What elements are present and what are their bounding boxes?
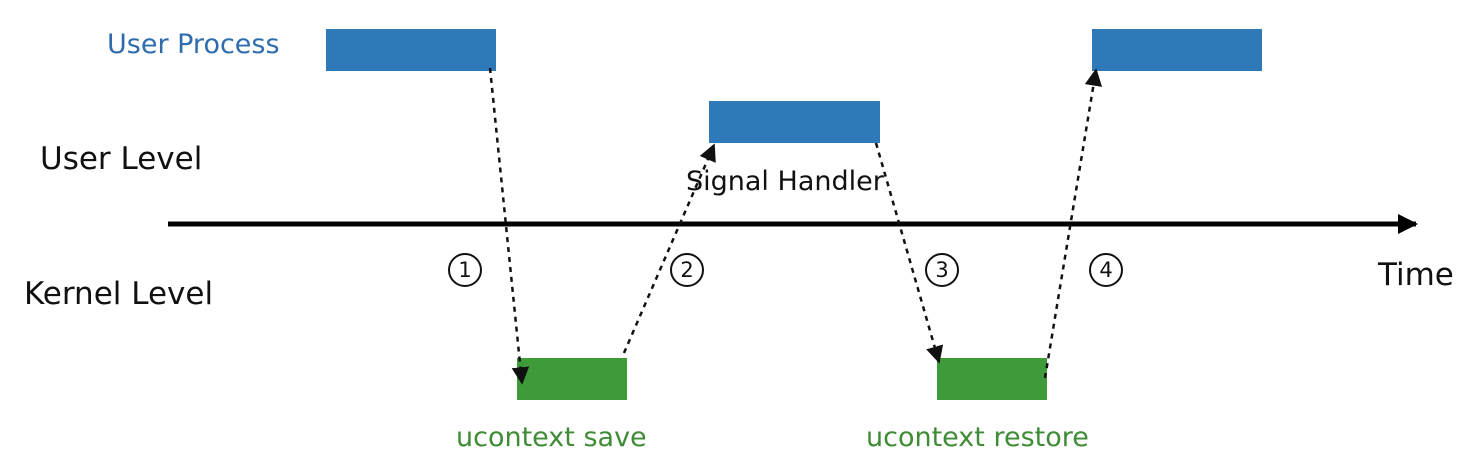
step-2-marker: 2 (670, 253, 704, 287)
time-label: Time (1378, 257, 1454, 293)
user-level-label: User Level (40, 141, 203, 177)
transition-arrow-2 (622, 143, 716, 354)
signal-handler-block (709, 101, 880, 143)
signal-handler-label: Signal Handler (686, 166, 884, 197)
step-1-marker: 1 (448, 253, 482, 287)
user-process-block-1 (326, 29, 496, 71)
step-4-marker: 4 (1089, 253, 1123, 287)
ucontext-save-label: ucontext save (456, 422, 647, 453)
transition-arrow-4 (1043, 68, 1103, 379)
ucontext-restore-block (937, 358, 1047, 400)
ucontext-save-block (517, 358, 627, 400)
transition-arrow-1 (488, 67, 530, 385)
kernel-level-label: Kernel Level (24, 276, 214, 312)
user-process-label: User Process (107, 29, 280, 60)
ucontext-restore-label: ucontext restore (866, 422, 1089, 453)
user-process-block-2 (1092, 29, 1262, 71)
step-3-marker: 3 (925, 253, 959, 287)
transition-arrow-3 (874, 142, 944, 364)
